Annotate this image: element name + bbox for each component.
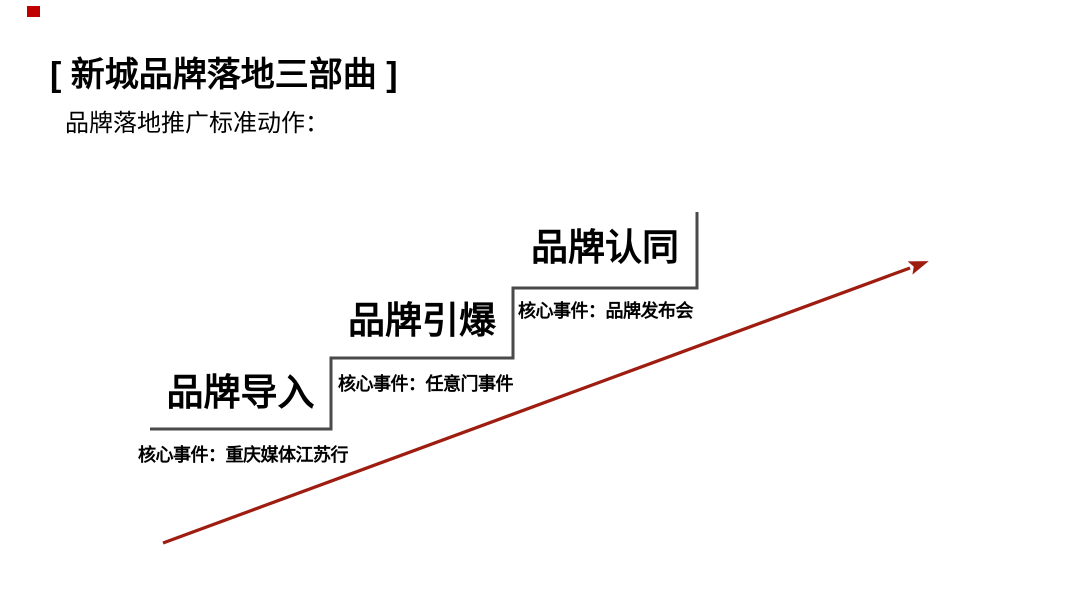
brand-accent-square xyxy=(27,6,40,17)
growth-trend-arrow xyxy=(162,261,929,545)
step-label-brand-detonate: 品牌引爆 xyxy=(348,300,496,341)
staircase-outline xyxy=(150,212,699,431)
step-label-brand-identity: 品牌认同 xyxy=(531,227,679,268)
step-event-caption-3: 核心事件：品牌发布会 xyxy=(518,301,694,321)
step-event-caption-2: 核心事件：任意门事件 xyxy=(338,374,514,394)
subtitle: 品牌落地推广标准动作： xyxy=(65,111,329,137)
step-label-brand-intro: 品牌导入 xyxy=(166,372,315,413)
page-title: [ 新城品牌落地三部曲 ] xyxy=(50,56,398,94)
step-event-caption-1: 核心事件：重庆媒体江苏行 xyxy=(138,445,349,465)
